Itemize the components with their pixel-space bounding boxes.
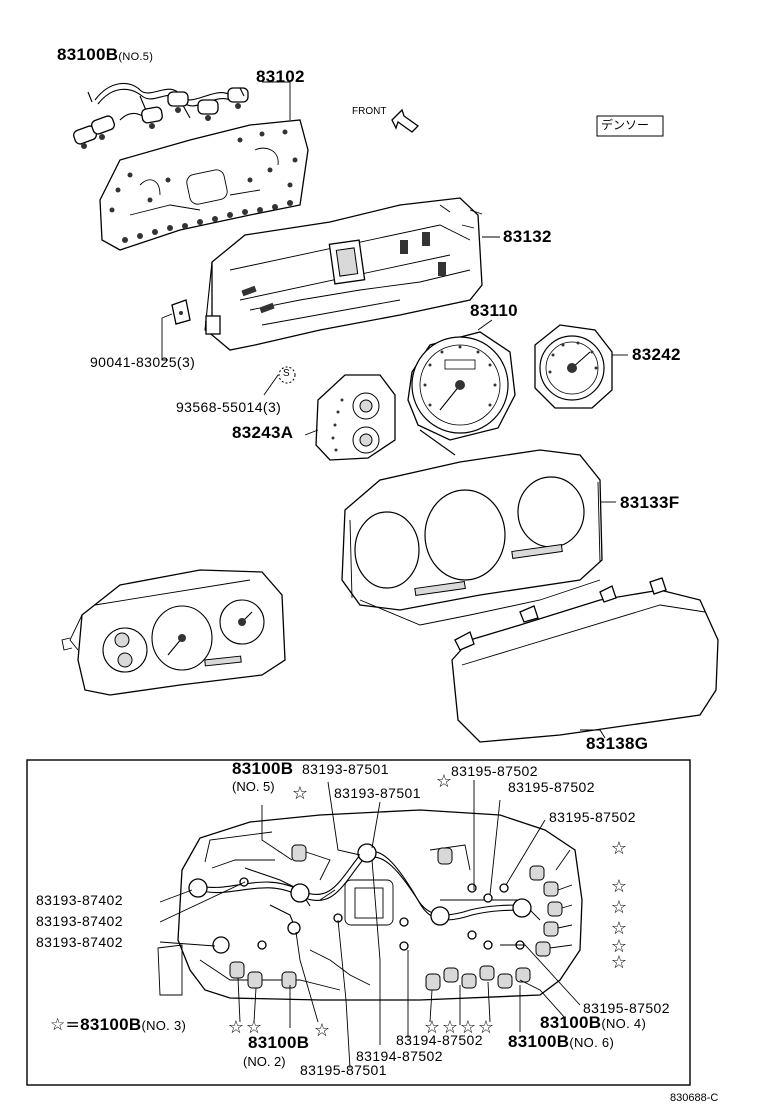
part-number: 83100B [540,1013,602,1032]
inset-83194-87502-a: 83194-87502 [396,1032,483,1048]
bulb-number: (NO. 6) [569,1035,615,1050]
star-markers: ☆ ☆ ☆ ☆ ☆ ☆ ☆ ☆ ☆ ☆ ☆ ☆ ☆ ☆ ☆ [228,771,627,1041]
maker-label: デンソー [601,118,650,132]
legend: ☆=83100B(NO. 3) [50,1016,186,1034]
svg-text:☆: ☆ [424,1017,440,1038]
svg-text:☆: ☆ [246,1017,262,1038]
assembled-meter-drawing [61,569,286,696]
inset-83100B-no5: 83100B [232,759,294,778]
fuel-temp-gauge-drawing [315,374,396,461]
meter-hood-drawing [341,449,603,626]
inset-83195-87501: 83195-87501 [300,1062,387,1078]
svg-text:☆: ☆ [611,838,627,859]
part-93568-label: 93568-55014(3) [176,399,282,415]
clip-drawing [171,299,191,325]
part-number: 83100B [508,1032,570,1051]
inset-83193-87402-b: 83193-87402 [36,913,123,929]
legend-part: 83100B [80,1015,142,1034]
svg-text:☆: ☆ [611,918,627,939]
speedometer-drawing [407,331,516,456]
svg-text:☆: ☆ [442,1017,458,1038]
meter-glass-drawing [451,577,719,743]
part-83242-label: 83242 [632,345,681,364]
part-number: 83100B [57,45,119,64]
part-83110-label: 83110 [470,301,518,320]
svg-text:☆: ☆ [292,783,308,804]
inset-83100B-no4: 83100B(NO. 4) [540,1014,646,1031]
inset-83193-87501-a: 83193-87501 [302,761,389,777]
svg-text:☆: ☆ [460,1017,476,1038]
inset-83195-87502-a: 83195-87502 [451,763,538,779]
screw-symbol-label: S [283,368,290,379]
svg-text:☆: ☆ [611,876,627,897]
inset-83194-87502-b: 83194-87502 [356,1048,443,1064]
catalog-code: 830688-C [670,1092,719,1104]
svg-text:☆: ☆ [314,1020,330,1041]
tachometer-drawing [534,324,613,409]
svg-text:☆: ☆ [228,1017,244,1038]
bulb-number: (NO.5) [118,51,154,63]
inset-83100B-no6: 83100B(NO. 6) [508,1033,614,1050]
part-83133F-label: 83133F [620,493,680,512]
svg-text:☆: ☆ [611,952,627,973]
inset-83195-87502-d: 83195-87502 [583,1000,670,1016]
svg-text:☆: ☆ [478,1017,494,1038]
inset-83193-87402-c: 83193-87402 [36,934,123,950]
svg-text:☆: ☆ [436,771,452,792]
part-83138G-label: 83138G [586,734,649,753]
legend-star: ☆= [50,1015,81,1035]
svg-text:☆: ☆ [611,897,627,918]
bulb-number: (NO. 4) [601,1016,647,1031]
inset-no5: (NO. 5) [232,779,275,794]
bulb-harness-drawing [73,82,249,149]
part-90041-label: 90041-83025(3) [90,354,196,370]
maker-box [596,115,664,137]
inset-frame [26,759,691,1086]
part-83102-label: 83102 [256,67,305,86]
legend-sub: (NO. 3) [141,1018,187,1033]
screw-symbol [278,366,296,384]
inset-no2: (NO. 2) [243,1054,286,1069]
part-83243A-label: 83243A [232,423,294,442]
inset-83193-87501-b: 83193-87501 [334,785,421,801]
inset-83100B-no2: 83100B [248,1033,310,1052]
svg-text:☆: ☆ [611,936,627,957]
printed-circuit-plate-drawing [99,119,309,251]
front-label: FRONT [352,106,387,117]
inset-83193-87402-a: 83193-87402 [36,892,123,908]
front-arrow [391,108,420,133]
part-83132-label: 83132 [503,227,552,246]
inset-83195-87502-b: 83195-87502 [508,779,595,795]
part-83100B-label: 83100B(NO.5) [57,46,153,63]
meter-case-drawing [204,197,483,351]
inset-83195-87502-c: 83195-87502 [549,809,636,825]
circuit-board-rear-view [157,780,583,1069]
leader-lines [161,81,628,739]
